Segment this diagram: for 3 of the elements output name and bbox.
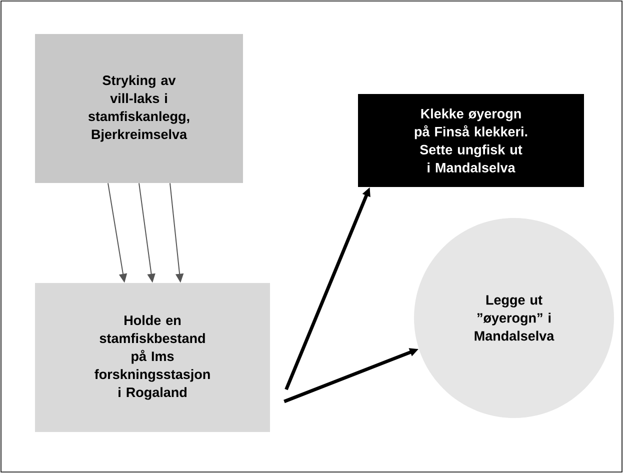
process-box: Holde en stamfiskbestand på Ims forskningsstasjon i Rogaland bbox=[35, 283, 270, 432]
process-box: Stryking av vill-laks i stamfiskanlegg, Bjerkreimselva bbox=[35, 34, 243, 183]
process-box: Klekke øyerogn på Finså klekkeri. Sette ungfisk ut i Mandalselva bbox=[358, 94, 584, 187]
